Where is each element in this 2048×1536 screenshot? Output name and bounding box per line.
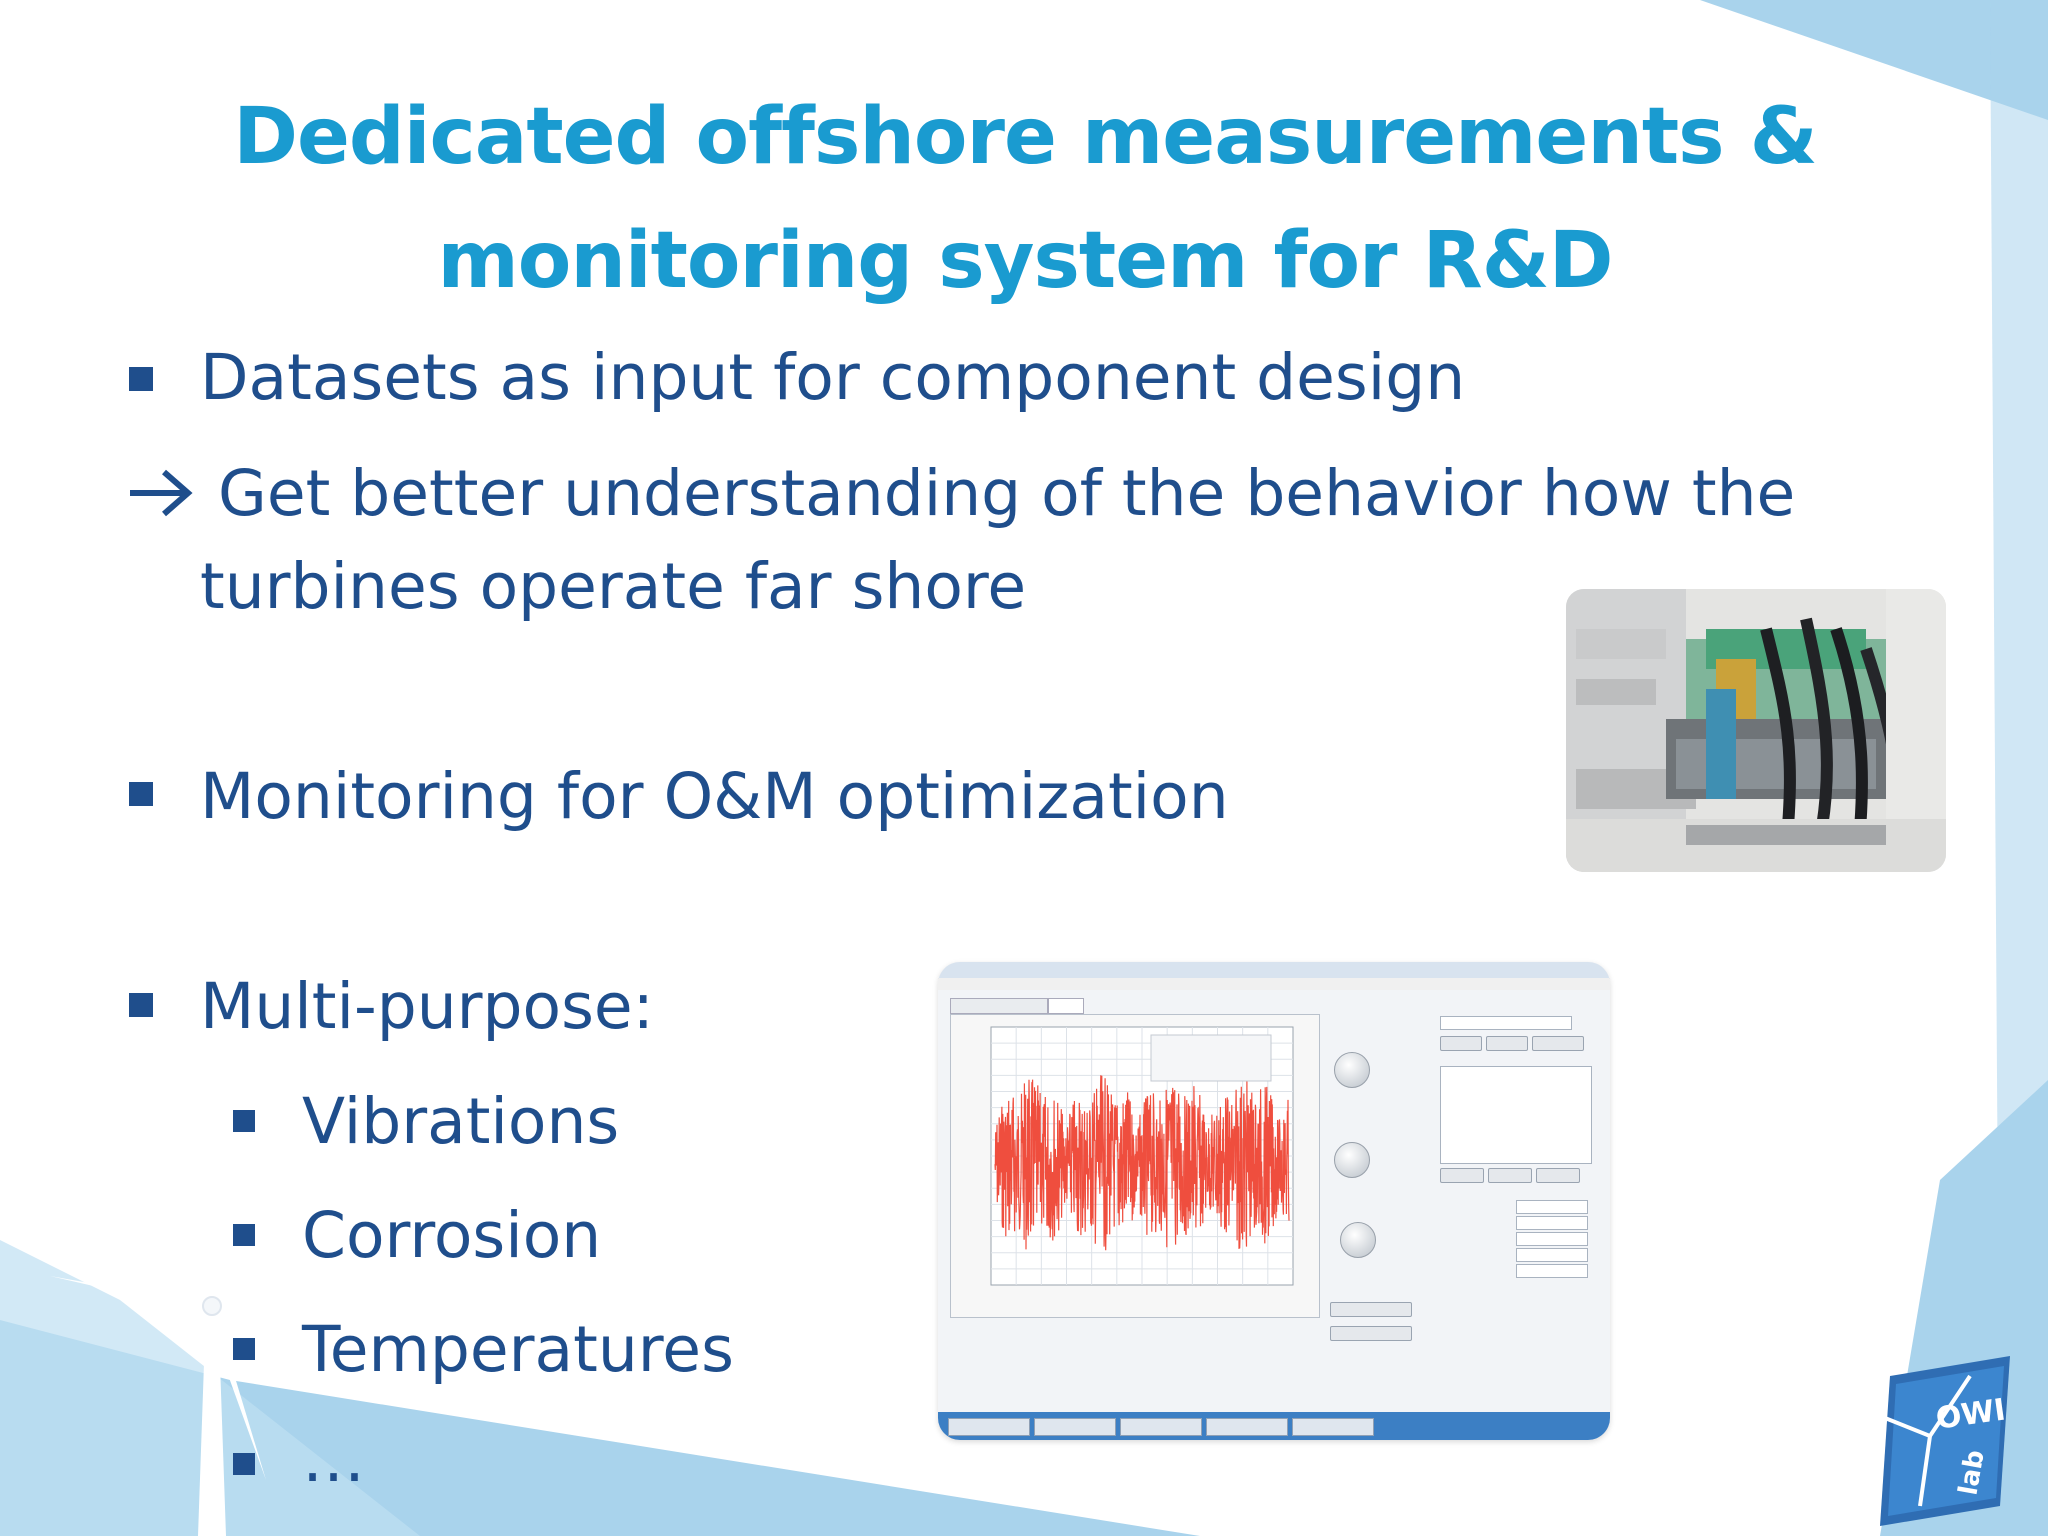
scale-right-knob	[1334, 1142, 1370, 1178]
taskbar-button	[1120, 1418, 1202, 1436]
cursor-value-1	[1516, 1200, 1588, 1214]
hardware-illustration	[1566, 589, 1946, 872]
square-bullet-icon	[129, 367, 153, 391]
taskbar-button	[1034, 1418, 1116, 1436]
signal-viewer-screenshot	[938, 962, 1610, 1440]
viewer-tabs	[950, 998, 1350, 1014]
cursor-value-4	[1516, 1248, 1588, 1262]
viewer-control-panel	[1330, 1010, 1600, 1341]
sub-bullet-more: …	[302, 1423, 367, 1496]
square-bullet-icon	[233, 1338, 255, 1360]
clear-list-button	[1536, 1168, 1580, 1183]
sub-bullet-vibrations: Vibrations	[302, 1085, 620, 1158]
cursor-value-3	[1516, 1232, 1588, 1246]
square-bullet-icon	[233, 1224, 255, 1246]
right-arrow-icon	[130, 469, 193, 517]
square-bullet-icon	[129, 782, 153, 806]
cursor-value-5	[1516, 1264, 1588, 1278]
bullet-datasets: Datasets as input for component design	[200, 341, 1466, 414]
load-list-button	[1488, 1168, 1532, 1183]
viewer-taskbar	[938, 1412, 1610, 1440]
remove-button	[1532, 1036, 1584, 1051]
wind-turbine-icon	[50, 1190, 330, 1536]
viewer-plot-panel	[950, 1014, 1320, 1318]
hold-button	[1330, 1302, 1412, 1317]
owi-lab-logo-icon: OWI lab	[1879, 1356, 2010, 1526]
save-list-button	[1440, 1168, 1484, 1183]
sub-bullet-corrosion: Corrosion	[302, 1199, 602, 1272]
taskbar-button	[948, 1418, 1030, 1436]
signal-trace	[994, 1075, 1290, 1251]
arrow-line-2: turbines operate far shore	[200, 550, 1027, 623]
title-line-1: Dedicated offshore measurements &	[233, 92, 1818, 182]
viewer-tab	[950, 998, 1048, 1014]
square-bullet-icon	[233, 1453, 255, 1475]
square-bullet-icon	[233, 1110, 255, 1132]
signal-select-field	[1440, 1016, 1572, 1030]
signal-list	[1440, 1066, 1592, 1164]
add-all-button	[1440, 1036, 1482, 1051]
add-button	[1486, 1036, 1528, 1051]
measurement-hardware-photo	[1566, 589, 1946, 872]
viewer-menu-bar	[938, 978, 1610, 990]
title-line-2: monitoring system for R&D	[437, 216, 1613, 306]
show-raw-data-button	[1330, 1326, 1412, 1341]
timebase-knob	[1340, 1222, 1376, 1258]
sub-bullet-temperatures: Temperatures	[302, 1313, 734, 1386]
arrow-line-1: Get better understanding of the behavior…	[218, 457, 1796, 530]
signal-plot	[990, 1026, 1294, 1286]
cursor-value-2	[1516, 1216, 1588, 1230]
bullet-multi-purpose: Multi-purpose:	[200, 970, 654, 1043]
taskbar-button	[1206, 1418, 1288, 1436]
slide-title: Dedicated offshore measurements & monito…	[140, 75, 1910, 323]
scale-left-knob	[1334, 1052, 1370, 1088]
taskbar-button	[1292, 1418, 1374, 1436]
square-bullet-icon	[129, 993, 153, 1017]
bullet-monitoring: Monitoring for O&M optimization	[200, 760, 1229, 833]
viewer-tab	[1048, 998, 1084, 1014]
viewer-title-bar	[938, 962, 1610, 979]
